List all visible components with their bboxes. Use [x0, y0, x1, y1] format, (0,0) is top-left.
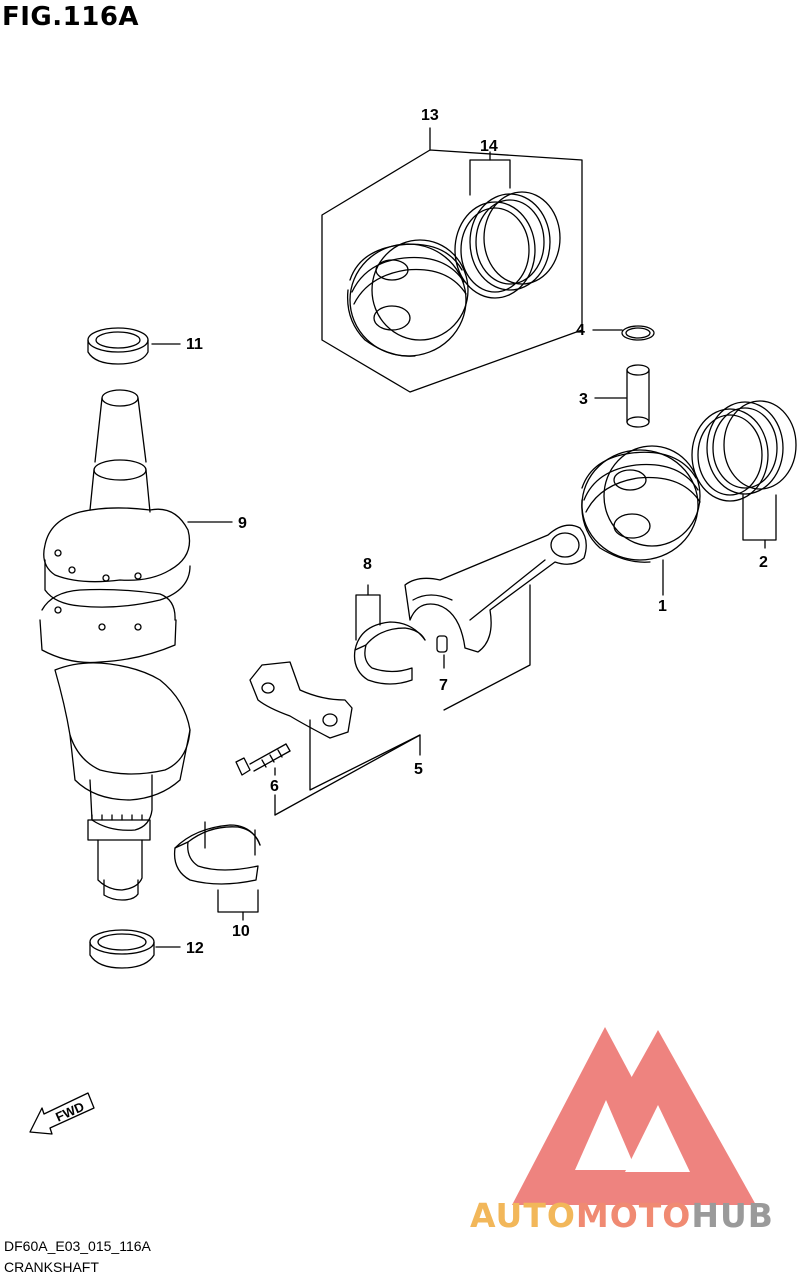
callout-2: 2: [759, 554, 768, 571]
diagram-name: CRANKSHAFT: [4, 1259, 99, 1275]
watermark-logo-icon: [512, 1027, 756, 1205]
brand-part-auto: AUTO: [470, 1196, 576, 1235]
figure-title: FIG.116A: [2, 2, 140, 32]
oil-seal-upper: [87, 327, 149, 365]
callout-12: 12: [186, 940, 204, 957]
callout-1: 1: [658, 598, 667, 615]
crankshaft: [39, 389, 191, 901]
conrod-cap: [249, 661, 353, 739]
callout-8: 8: [363, 556, 372, 573]
oil-seal-lower: [89, 929, 155, 969]
callout-10: 10: [232, 923, 250, 940]
diagram-code: DF60A_E03_015_116A: [4, 1238, 151, 1254]
circlip: [621, 325, 655, 341]
watermark-brand: AUTOMOTOHUB: [470, 1196, 774, 1235]
dowel-pin: [436, 635, 448, 653]
brand-part-moto: MOTO: [575, 1196, 692, 1235]
piston-set-piston: [346, 239, 469, 357]
callout-13: 13: [421, 107, 439, 124]
callout-5: 5: [414, 761, 423, 778]
callout-3: 3: [579, 391, 588, 408]
conrod-bearing-upper: [353, 621, 426, 685]
brand-part-hub: HUB: [691, 1196, 774, 1235]
callout-4: 4: [576, 322, 585, 339]
callout-9: 9: [238, 515, 247, 532]
piston-set-frame: [321, 149, 583, 393]
callout-11: 11: [186, 336, 203, 353]
fwd-label: FWD: [53, 1099, 86, 1125]
piston-ring-set-top: [454, 191, 561, 299]
main-bearing: [173, 821, 261, 885]
callout-6: 6: [270, 778, 279, 795]
callout-14: 14: [480, 138, 498, 155]
piston-pin: [626, 364, 650, 428]
piston: [581, 445, 701, 563]
forward-direction-icon: [29, 1092, 95, 1135]
callout-7: 7: [439, 677, 448, 694]
conrod-bolt: [235, 743, 291, 776]
connecting-rod: [404, 524, 587, 653]
piston-ring-set: [691, 400, 797, 502]
